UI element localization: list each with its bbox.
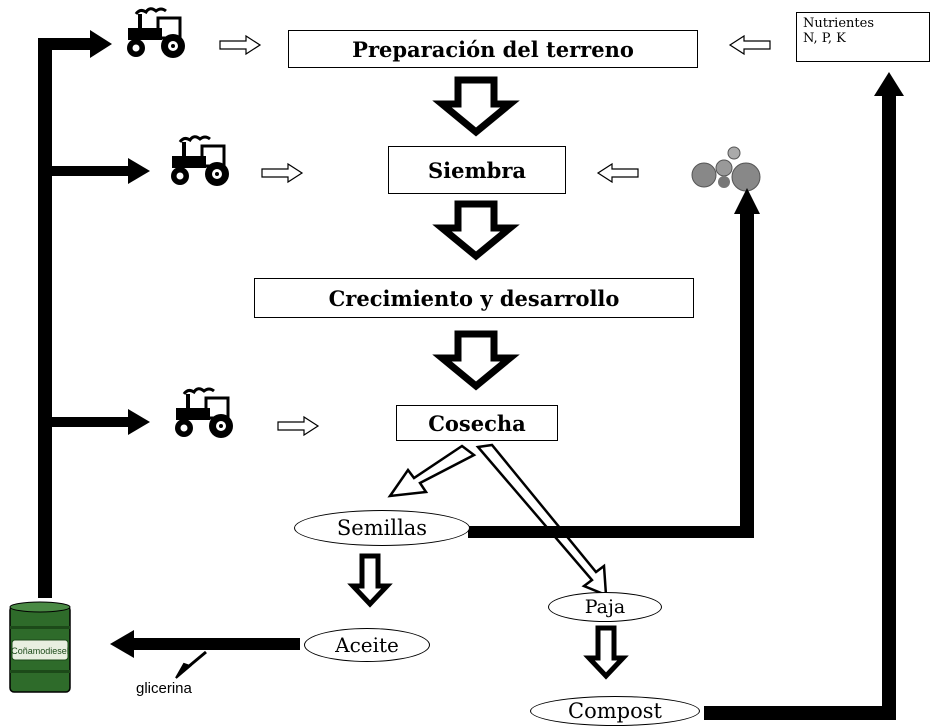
- step-cosecha: Cosecha: [396, 405, 558, 441]
- nutrients-elements: N, P, K: [803, 31, 846, 46]
- left-feedback-line: [38, 30, 150, 598]
- diagonal-arrow-paja: [475, 443, 608, 597]
- nutrients-box: Nutrientes N, P, K: [796, 12, 930, 62]
- seeds-icon: [691, 146, 761, 192]
- product-semillas: Semillas: [294, 510, 470, 546]
- seeds-feedback-line: [468, 188, 760, 538]
- step-crecimiento: Crecimiento y desarrollo: [254, 278, 694, 318]
- tractor-icon: [125, 7, 187, 60]
- open-arrow: [277, 416, 319, 436]
- step-siembra: Siembra: [388, 146, 566, 194]
- open-arrow: [597, 163, 639, 183]
- big-down-arrow: [442, 334, 510, 386]
- product-compost: Compost: [530, 696, 700, 726]
- compost-feedback-line: [704, 72, 904, 720]
- big-down-arrow: [442, 80, 510, 132]
- nutrients-label: Nutrientes: [803, 16, 874, 31]
- open-arrow: [729, 35, 771, 55]
- barrel-label: Coñamodiesel: [11, 646, 69, 656]
- tractor-icon: [169, 135, 231, 188]
- diagonal-arrow-semillas: [387, 444, 477, 498]
- open-arrow: [261, 163, 303, 183]
- step-preparacion: Preparación del terreno: [288, 30, 698, 68]
- tractor-icon: [173, 387, 235, 440]
- product-paja: Paja: [548, 592, 662, 622]
- aceite-to-barrel-arrow: [110, 630, 300, 679]
- small-down-arrow: [589, 628, 623, 676]
- big-down-arrow: [442, 204, 510, 256]
- open-arrow: [219, 35, 261, 55]
- barrel-icon: Coñamodiesel: [9, 601, 71, 693]
- product-aceite: Aceite: [304, 628, 430, 662]
- small-down-arrow: [353, 556, 387, 604]
- glicerina-label: glicerina: [136, 680, 192, 697]
